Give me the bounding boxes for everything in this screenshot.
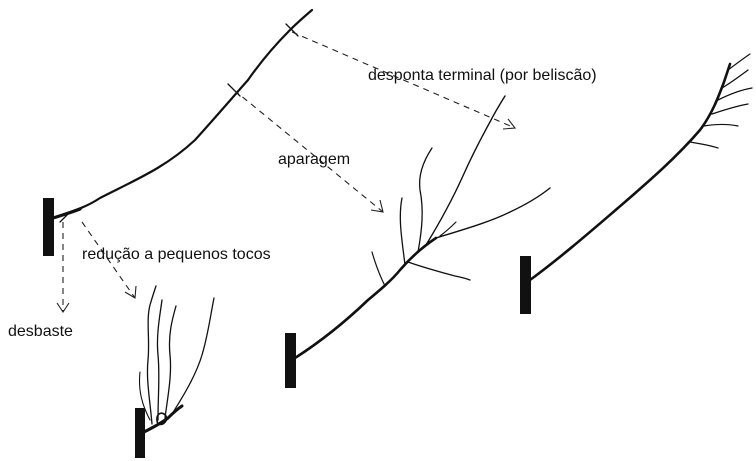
- arrow-desponta: [291, 31, 516, 129]
- cut-mark-base: [59, 211, 71, 223]
- aparagem-branch-4: [399, 197, 406, 266]
- label-desbaste: desbaste: [8, 323, 73, 340]
- desponta-branch-5: [727, 53, 751, 71]
- shoot-base-thickening: [51, 207, 82, 220]
- desponta-branch-3: [711, 103, 749, 115]
- stub-shoot-5: [138, 371, 151, 421]
- support-post-1: [43, 198, 54, 256]
- stub-shoot-3: [164, 305, 177, 419]
- label-desponta-terminal: desponta terminal (por beliscão): [368, 67, 597, 84]
- desponta-branch-2: [717, 87, 753, 101]
- support-post-2: [135, 408, 145, 458]
- stub-base: [142, 404, 184, 434]
- aparagem-plant: [285, 95, 551, 388]
- desponta-branch-4: [703, 123, 739, 127]
- label-aparagem: aparagem: [278, 151, 351, 168]
- aparagem-branch-2: [425, 95, 506, 246]
- arrow-desponta-head: [502, 118, 517, 130]
- long-shoot: [51, 8, 314, 220]
- desponta-plant: [520, 53, 753, 314]
- support-post-4: [520, 256, 531, 314]
- stub-shoot-2: [156, 299, 163, 421]
- aparagem-branch-1: [435, 187, 551, 239]
- aparagem-branch-3: [417, 147, 433, 253]
- desponta-branch-1: [721, 69, 749, 89]
- arrows: [56, 31, 517, 313]
- arrow-reducao-head: [124, 285, 137, 299]
- label-reducao-pequenos-tocos: redução a pequenos tocos: [82, 246, 271, 263]
- desponta-branch-6: [689, 141, 719, 149]
- stub-loop: [156, 412, 168, 426]
- support-post-3: [285, 333, 296, 388]
- stub-shoot-1: [146, 285, 157, 425]
- desponta-main-stem: [528, 62, 732, 282]
- arrow-aparagem-head: [370, 199, 384, 213]
- long-shoot-plant: [43, 8, 314, 256]
- aparagem-branch-6: [371, 251, 386, 287]
- stub-shoot-4: [171, 297, 215, 415]
- aparagem-branch-5: [407, 261, 471, 281]
- aparagem-main-stem: [293, 236, 438, 360]
- aparagem-branch-7: [439, 221, 457, 237]
- stub-reduction-plant: [135, 285, 215, 458]
- arrow-desbaste-head: [56, 302, 70, 313]
- arrow-reducao: [81, 221, 136, 299]
